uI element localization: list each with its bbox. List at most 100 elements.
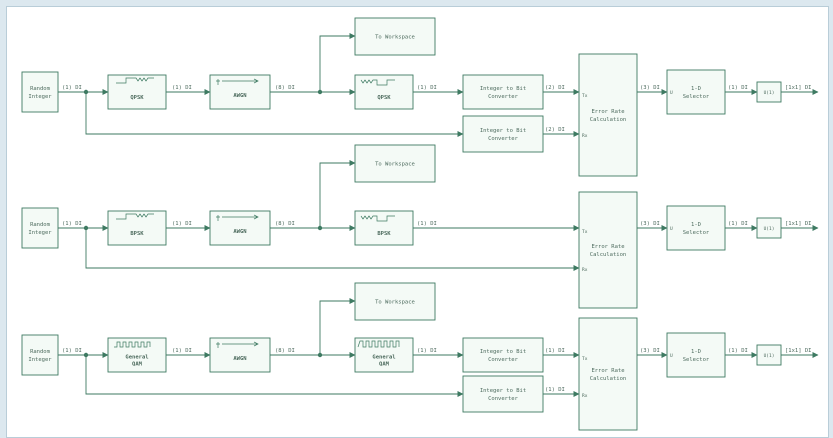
port-label: Rx [582, 267, 588, 273]
selector-label: 1-D [691, 349, 701, 355]
signal-line [319, 160, 356, 228]
selector-label: 1-D [691, 222, 701, 228]
selector-label: Selector [683, 94, 710, 100]
signal-label: (1) DI [417, 85, 437, 91]
random-integer-label: Random [30, 86, 51, 92]
port-label: Tx [582, 356, 588, 362]
row1-modulator-block[interactable]: QPSK [107, 74, 167, 110]
row2-random-integer-block-body [21, 207, 59, 249]
error-rate-label: Calculation [590, 117, 626, 123]
row2-display-block[interactable]: U(1) [756, 217, 782, 239]
error-rate-label: Calculation [590, 376, 626, 382]
signal-label: [1x1] DI [785, 221, 812, 227]
signal-label: (1) DI [728, 221, 748, 227]
row1-int2bit-rx-block-body [462, 115, 544, 153]
demodulator-label: QAM [379, 362, 390, 368]
row2-modulator-block[interactable]: BPSK [107, 210, 167, 246]
display-label: U(1) [764, 90, 775, 96]
int2bit-label: Converter [488, 136, 518, 142]
demodulator-label: BPSK [377, 231, 391, 237]
random-integer-label: Integer [28, 230, 52, 236]
row2-awgn-channel-block[interactable]: AWGN [209, 210, 271, 246]
error-rate-label: Calculation [590, 252, 626, 258]
row1-to-workspace-block-body [354, 17, 436, 56]
row3-to-workspace-block[interactable]: To Workspace [354, 282, 436, 321]
signal-label: (2) DI [545, 127, 565, 133]
port-label: U [670, 226, 673, 232]
random-integer-label: Integer [28, 357, 52, 363]
int2bit-label: Integer to Bit [480, 349, 526, 355]
signal-label: (3) DI [640, 85, 660, 91]
waveform-icon [116, 77, 154, 84]
signal-label: [1x1] DI [785, 348, 812, 354]
random-integer-label: Random [30, 349, 51, 355]
row1-int2bit-tx-block-body [462, 74, 544, 110]
row1-display-block[interactable]: U(1) [756, 81, 782, 103]
signal-line [85, 92, 464, 137]
signal-label: (1) DI [172, 85, 192, 91]
signal-label: (1) DI [172, 221, 192, 227]
int2bit-label: Integer to Bit [480, 86, 526, 92]
port-label: U [670, 353, 673, 359]
row2-demodulator-block[interactable]: BPSK [354, 210, 414, 246]
modulator-label: QAM [132, 362, 143, 368]
channel-label: AWGN [233, 356, 246, 362]
port-label: Rx [582, 393, 588, 399]
signal-label: (2) DI [545, 85, 565, 91]
row3-error-rate-block-body [578, 317, 638, 431]
row2-to-workspace-block[interactable]: To Workspace [354, 144, 436, 183]
error-rate-label: Error Rate [591, 244, 624, 250]
signal-label: (1) DI [728, 348, 748, 354]
int2bit-label: Converter [488, 357, 518, 363]
random-integer-label: Integer [28, 94, 52, 100]
row2-error-rate-block-body [578, 191, 638, 309]
waveform-icon [360, 215, 395, 222]
row3-awgn-channel-block[interactable]: AWGN [209, 337, 271, 373]
signal-label: [1x1] DI [785, 85, 812, 91]
signal-label: (3) DI [640, 348, 660, 354]
row3-selector-block-body [666, 332, 726, 378]
row3-int2bit-rx-block-body [462, 375, 544, 413]
waveform-icon [360, 79, 395, 86]
int2bit-label: Converter [488, 94, 518, 100]
signal-label: (1) DI [417, 348, 437, 354]
workspace-label: To Workspace [375, 300, 415, 306]
modulator-label: QPSK [130, 95, 144, 101]
selector-label: Selector [683, 357, 710, 363]
demodulator-label: General [372, 355, 395, 361]
modulator-label: General [125, 355, 148, 361]
signal-label: (1) DI [62, 221, 82, 227]
port-label: Tx [582, 93, 588, 99]
workspace-label: To Workspace [375, 162, 415, 168]
signal-line [319, 33, 356, 92]
row1-awgn-channel-block-body [209, 74, 271, 110]
row1-demodulator-block[interactable]: QPSK [354, 74, 414, 110]
noise-icon [216, 78, 259, 85]
selector-label: 1-D [691, 86, 701, 92]
error-rate-label: Error Rate [591, 368, 624, 374]
row1-demodulator-block-body [354, 74, 414, 110]
row1-to-workspace-block[interactable]: To Workspace [354, 17, 436, 56]
row3-display-block[interactable]: U(1) [756, 344, 782, 366]
int2bit-label: Converter [488, 396, 518, 402]
waveform-icon [114, 341, 151, 348]
row3-selector-block[interactable]: 1-D Selector U [666, 332, 726, 378]
display-label: U(1) [764, 353, 775, 359]
row1-selector-block-body [666, 69, 726, 115]
row1-awgn-channel-block[interactable]: AWGN [209, 74, 271, 110]
